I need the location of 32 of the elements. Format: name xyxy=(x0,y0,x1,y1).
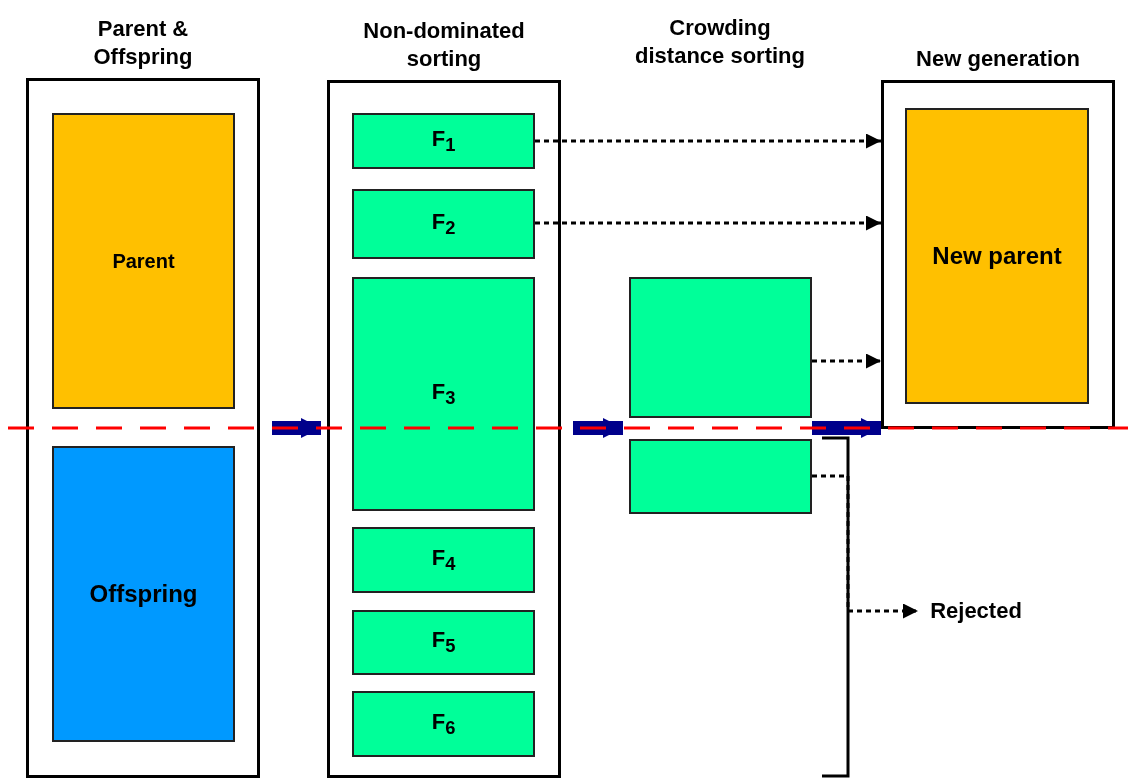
population-box xyxy=(52,446,235,742)
column-heading: Non-dominated sorting xyxy=(362,17,526,73)
column-heading: Crowding distance sorting xyxy=(634,14,806,70)
front-label: F$_{2}$ xyxy=(431,208,456,240)
column-heading: New generation xyxy=(915,45,1081,73)
front-box xyxy=(629,439,812,514)
block-arrow xyxy=(272,418,321,438)
front-label: F$_{1}$ xyxy=(431,125,456,157)
dotted-arrow xyxy=(812,353,881,369)
block-arrow xyxy=(573,418,623,438)
population-label: Parent xyxy=(112,249,175,273)
front-box xyxy=(352,113,535,169)
dotted-arrow xyxy=(812,474,918,619)
block-arrow xyxy=(812,418,881,438)
population-label: New parent xyxy=(932,242,1062,270)
front-box xyxy=(352,691,535,757)
dotted-arrow xyxy=(535,133,881,149)
front-label: F$_{5}$ xyxy=(431,627,456,658)
front-box xyxy=(629,277,812,418)
front-label: F$_{4}$ xyxy=(431,544,456,576)
front-box xyxy=(352,610,535,675)
front-label: F$_{6}$ xyxy=(431,708,456,740)
population-label: Offspring xyxy=(89,580,198,608)
front-box xyxy=(352,527,535,593)
outcome-label: Rejected xyxy=(930,598,1022,624)
column-heading: Parent & Offspring xyxy=(92,15,194,71)
front-label: F$_{3}$ xyxy=(431,378,456,410)
front-box xyxy=(352,277,535,511)
dotted-arrow xyxy=(535,215,881,231)
population-box xyxy=(52,113,235,409)
population-box xyxy=(905,108,1089,404)
front-box xyxy=(352,189,535,259)
